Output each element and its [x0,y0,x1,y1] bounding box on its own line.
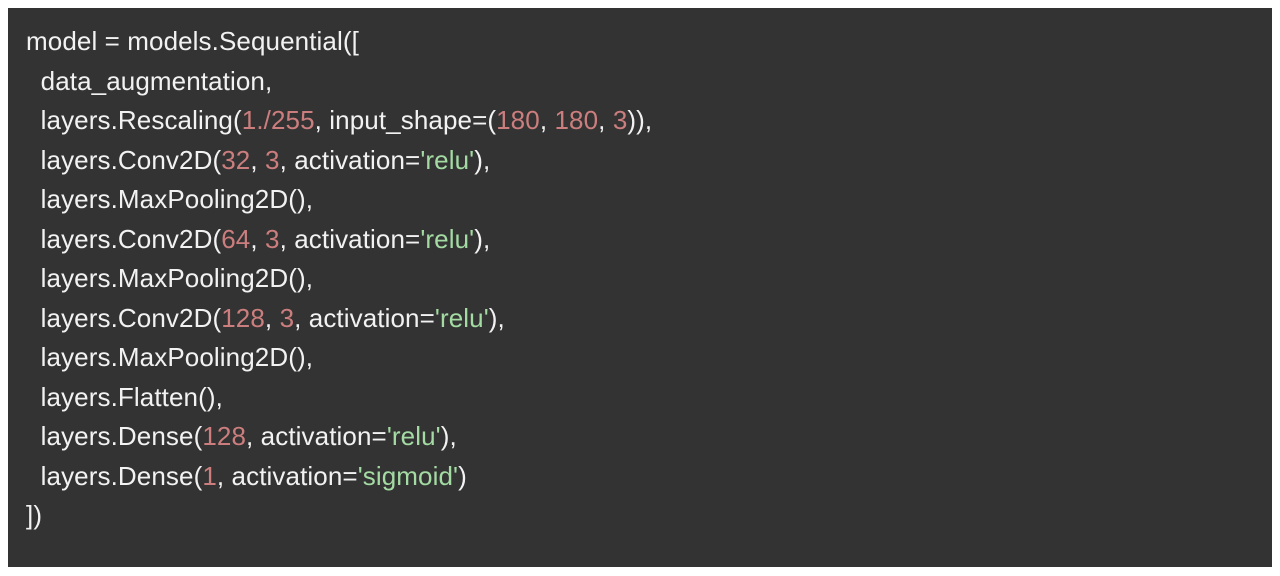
code-line: model = models.Sequential([ [26,22,1272,62]
code-token-plain: data_augmentation, [26,65,273,96]
code-token-plain: layers.MaxPooling2D(), [26,263,314,293]
code-block[interactable]: model = models.Sequential([ data_augment… [8,8,1272,567]
code-line: ]) [26,496,1272,536]
code-token-string: 'relu' [420,144,475,175]
code-token-plain: , activation= [294,302,435,333]
code-token-plain: , [539,105,555,135]
code-token-number: 64 [221,223,251,254]
code-line: data_augmentation, [26,62,1272,102]
code-token-number: 3 [265,144,280,175]
code-line: layers.Conv2D(64, 3, activation='relu'), [26,220,1272,260]
code-token-string: 'relu' [386,421,441,451]
code-token-plain: layers.Rescaling( [26,105,242,135]
code-token-plain: layers.Conv2D( [26,144,222,175]
code-lines-container: model = models.Sequential([ data_augment… [26,22,1272,567]
code-token-plain: ), [474,144,491,175]
code-token-string: 'relu' [420,223,475,254]
code-token-plain: )), [627,105,653,135]
code-line: layers.Conv2D(128, 3, activation='relu')… [26,299,1272,339]
code-token-number: 1./255 [241,105,315,135]
code-token-number: 128 [221,302,265,333]
code-token-number: 3 [612,105,628,135]
code-token-plain: ) [458,460,467,491]
code-line [26,536,1272,568]
code-token-plain: model = models.Sequential([ [26,26,359,56]
code-line: layers.MaxPooling2D(), [26,259,1272,299]
code-token-plain: layers.MaxPooling2D(), [26,184,314,214]
code-token-plain: layers.Dense( [26,460,203,491]
code-token-plain: ), [440,421,457,451]
code-token-number: 1 [202,460,217,491]
code-token-number: 128 [202,421,247,451]
code-token-plain: ]) [26,500,43,530]
code-token-number: 32 [221,144,251,175]
code-token-plain: , [264,302,280,333]
code-token-plain: layers.Flatten(), [26,381,223,412]
code-token-plain: layers.Dense( [26,421,203,451]
code-line: layers.Conv2D(32, 3, activation='relu'), [26,141,1272,181]
code-token-plain: , activation= [279,144,421,175]
code-line: layers.MaxPooling2D(), [26,180,1272,220]
code-token-plain: , input_shape=( [314,105,497,135]
code-token-number: 3 [265,223,280,254]
code-token-string: 'relu' [434,302,489,333]
code-token-plain: , activation= [246,421,387,451]
code-token-plain: ), [474,223,491,254]
code-token-plain: , [598,105,613,135]
code-token-plain: , activation= [216,460,358,491]
code-token-plain: layers.MaxPooling2D(), [26,342,314,372]
code-token-plain: , activation= [279,223,421,254]
code-token-plain: , [250,223,265,254]
code-token-plain: layers.Conv2D( [26,302,222,333]
code-token-number: 180 [496,105,540,135]
code-line: layers.Dense(1, activation='sigmoid') [26,457,1272,497]
code-line: layers.MaxPooling2D(), [26,338,1272,378]
code-token-plain: , [250,144,265,175]
code-token-plain: layers.Conv2D( [26,223,222,254]
code-token-string: 'sigmoid' [357,460,459,491]
code-token-number: 3 [279,302,295,333]
code-token-number: 180 [554,105,599,135]
code-line: layers.Dense(128, activation='relu'), [26,417,1272,457]
code-token-plain [26,540,33,568]
code-token-plain: ), [488,302,505,333]
code-line: layers.Flatten(), [26,378,1272,418]
code-line: layers.Rescaling(1./255, input_shape=(18… [26,101,1272,141]
